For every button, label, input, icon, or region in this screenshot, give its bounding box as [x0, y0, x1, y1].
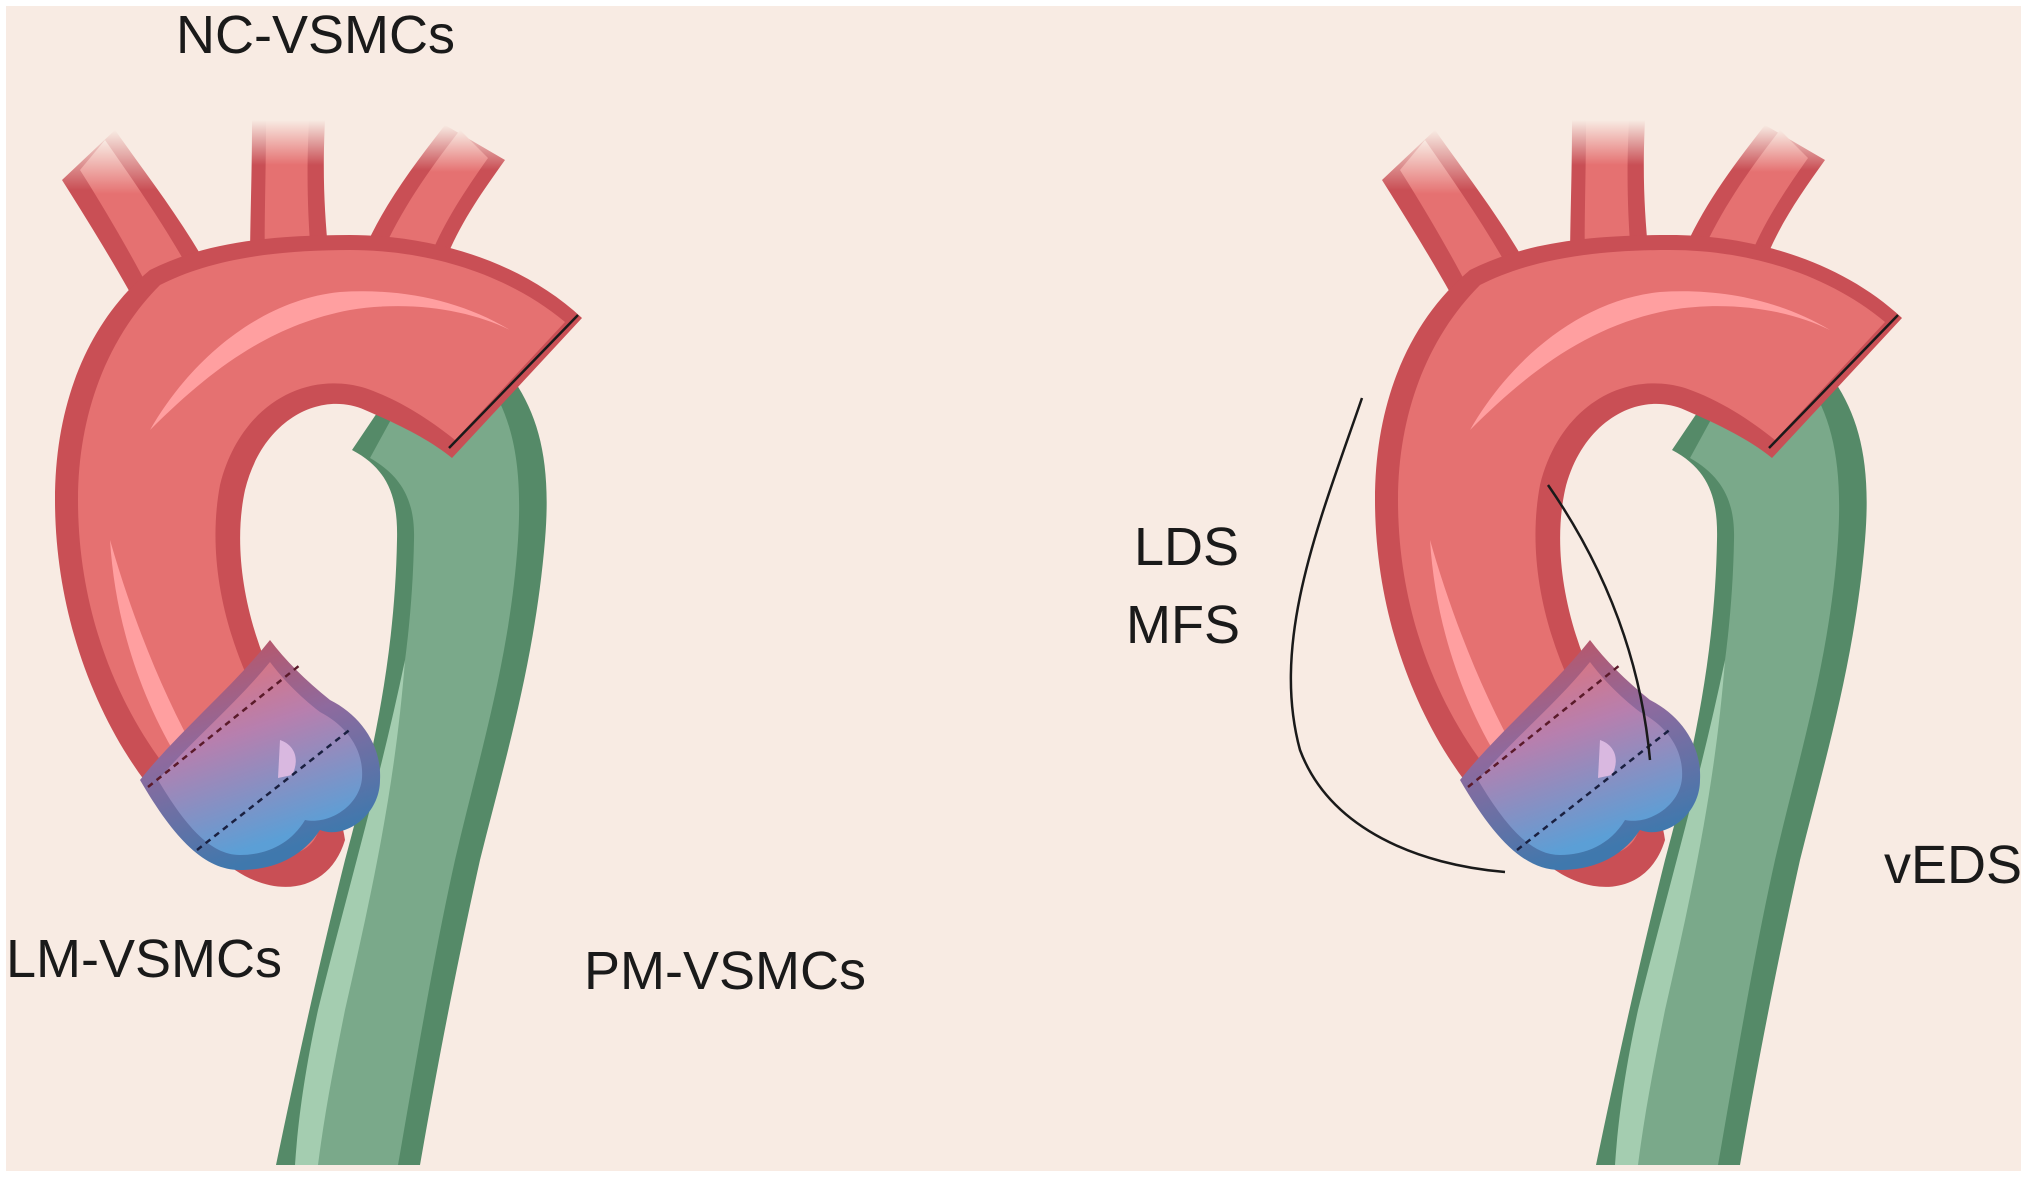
- label-lds: LDS: [1134, 517, 1240, 577]
- label-lm-vsmcs: LM-VSMCs: [6, 929, 283, 989]
- label-veds: vEDS: [1884, 835, 2023, 895]
- label-mfs: MFS: [1126, 595, 1240, 655]
- label-nc-vsmcs: NC-VSMCs: [176, 5, 455, 65]
- lds-mfs-bracket: [1289, 397, 1506, 874]
- lds-mfs-inner-bracket: [1546, 484, 1652, 761]
- label-pm-vsmcs: PM-VSMCs: [584, 941, 866, 1001]
